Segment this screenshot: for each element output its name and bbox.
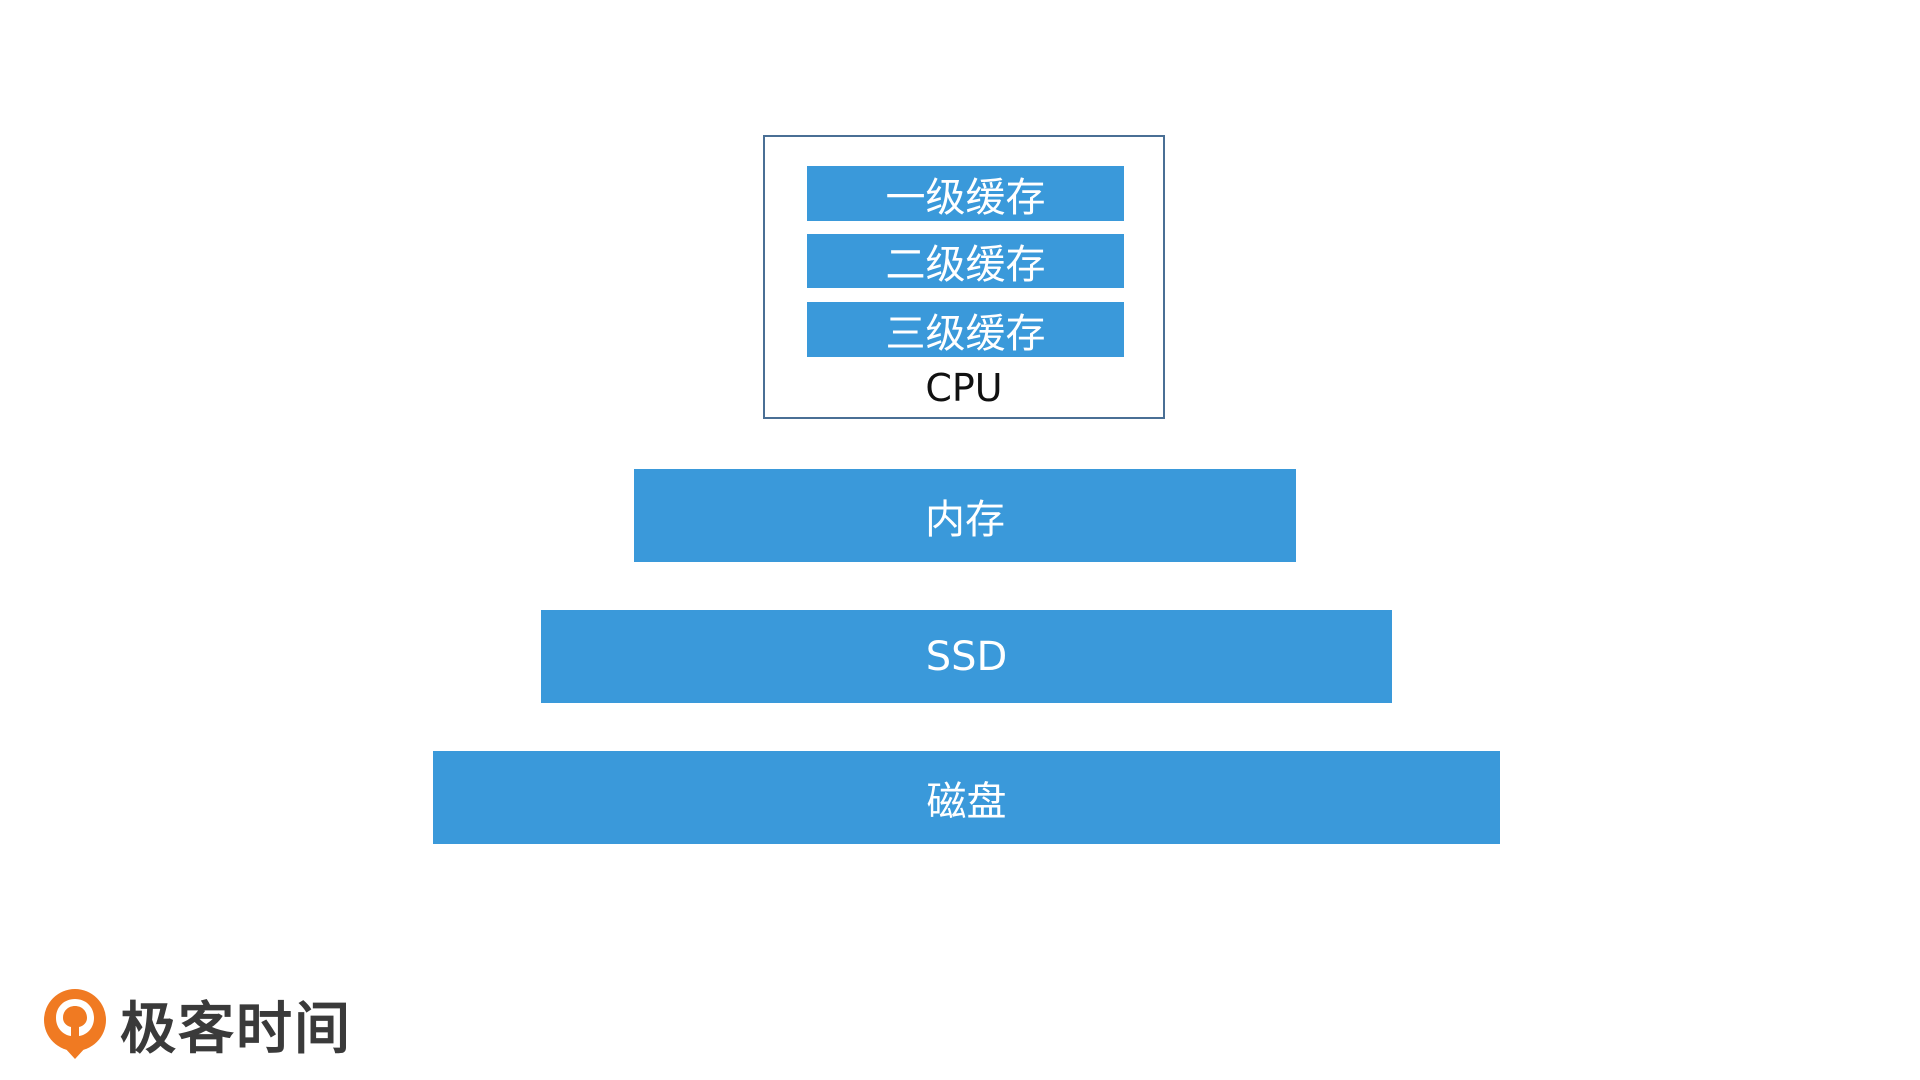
l3-cache-block: 三级缓存 [807, 302, 1124, 357]
l2-cache-block: 二级缓存 [807, 234, 1124, 288]
l1-cache-block: 一级缓存 [807, 166, 1124, 221]
cpu-container [763, 135, 1165, 419]
brand-logo-text: 极客时间 [120, 996, 352, 1062]
geektime-logo-icon [44, 989, 106, 1059]
cpu-label: CPU [925, 366, 1003, 410]
brand-logo: 极客时间 [42, 988, 352, 1062]
disk-block: 磁盘 [433, 751, 1500, 844]
ssd-block: SSD [541, 610, 1392, 703]
memory-block: 内存 [634, 469, 1296, 562]
